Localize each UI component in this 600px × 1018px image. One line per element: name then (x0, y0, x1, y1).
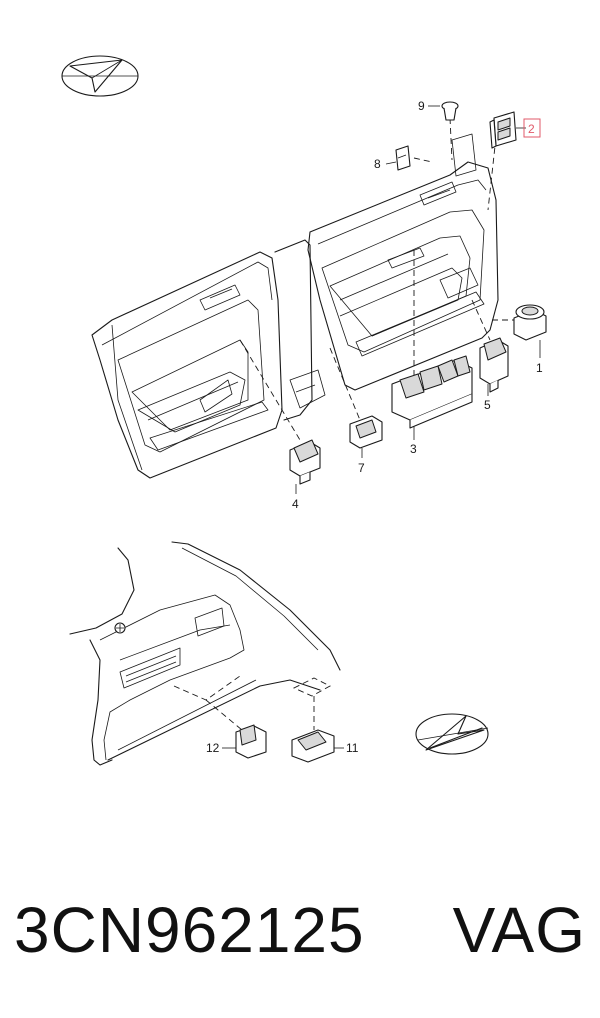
part-11-switch: 11 (291, 729, 359, 763)
callout-7: 7 (358, 461, 365, 475)
part-4-window-switch: 4 (289, 439, 321, 511)
callout-11: 11 (346, 741, 359, 755)
part-9-clip: 9 (418, 99, 459, 121)
rear-door-panel-right (307, 133, 499, 391)
part-2-switch: 2 (489, 111, 541, 149)
callout-9: 9 (418, 99, 425, 113)
direction-arrow-icon (61, 55, 139, 97)
callout-2: 2 (528, 122, 535, 136)
brand-label: VAG (452, 894, 586, 966)
trunk-side-panel (69, 541, 341, 766)
callout-4: 4 (292, 497, 299, 511)
b-pillar (274, 239, 326, 421)
part-12-connector: 12 (206, 724, 267, 759)
callout-5: 5 (484, 398, 491, 412)
part-3-master-switch: 3 (391, 355, 473, 456)
front-door-panel-left (91, 251, 283, 479)
callout-8: 8 (374, 157, 381, 171)
callout-12: 12 (206, 741, 220, 755)
callout-1: 1 (536, 361, 543, 375)
part-number: 3CN962125 (14, 894, 365, 966)
part-number-row: 3CN962125 VAG (0, 880, 600, 980)
part-7-switch: 7 (349, 415, 383, 475)
part-8-bracket: 8 (374, 145, 411, 171)
direction-arrow-icon (415, 713, 489, 755)
callout-3: 3 (410, 442, 417, 456)
part-1-mirror-switch: 1 (513, 304, 547, 375)
part-5-window-switch: 5 (479, 337, 509, 412)
parts-diagram: 9 2 8 1 5 (61, 55, 547, 766)
callout-2-highlight (523, 118, 541, 138)
